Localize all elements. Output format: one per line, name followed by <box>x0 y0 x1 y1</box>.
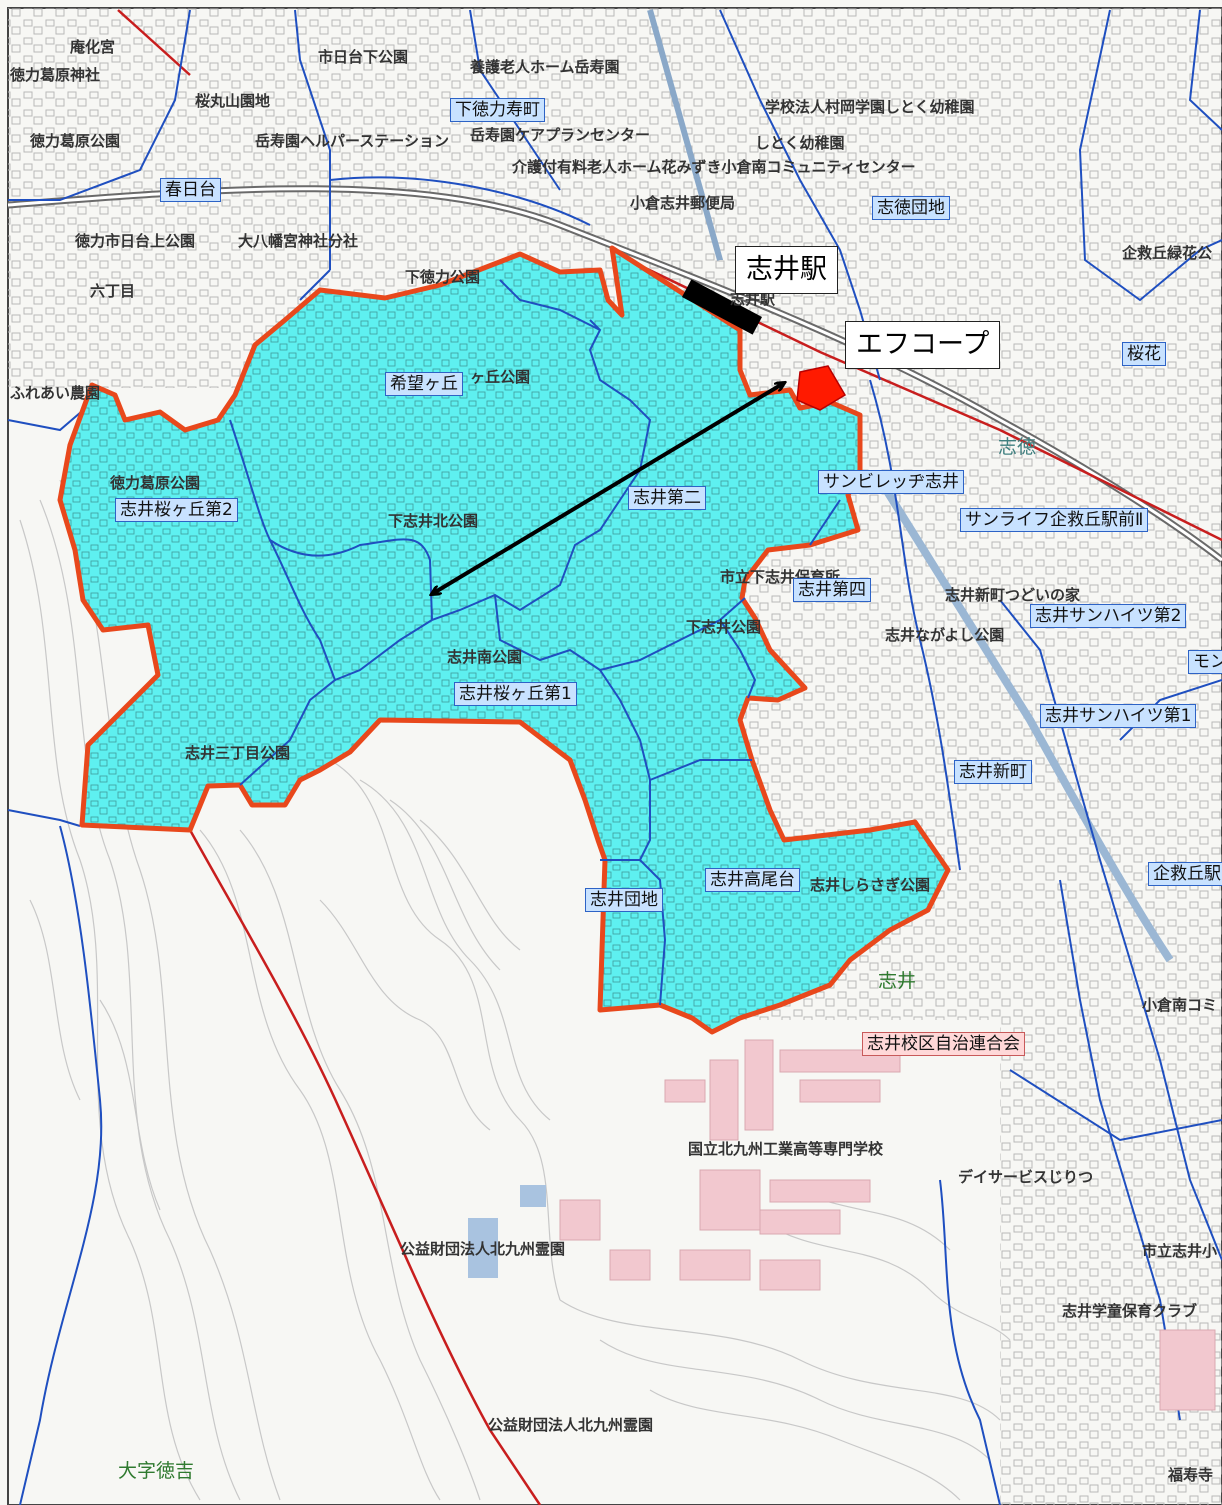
southeast-building <box>1159 1329 1216 1411</box>
contour-lines <box>19 479 1011 1501</box>
pond <box>468 1218 498 1278</box>
place-label: 志井ながよし公園 <box>885 626 1005 644</box>
place-label: 企救丘緑花公 <box>1122 244 1213 262</box>
place-label: 岳寿園ケアプランセンター <box>470 126 651 144</box>
district-label-shii-sakuragaoka-2[interactable]: 志井桜ヶ丘第2 <box>115 498 238 522</box>
place-label: 公益財団法人北九州霊園 <box>488 1416 654 1434</box>
district-label-shimotokuriki-kotobuki[interactable]: 下徳力寿町 <box>450 98 545 122</box>
inner-district-boundaries <box>229 279 841 1006</box>
place-label: 市立志井小 <box>1142 1242 1218 1260</box>
district-label-shii-takaodai[interactable]: 志井高尾台 <box>705 868 800 892</box>
place-label: 志井しらさぎ公園 <box>810 876 931 894</box>
district-label-sakurabana[interactable]: 桜花 <box>1122 342 1166 366</box>
place-label: デイサービスじりつ <box>958 1168 1094 1186</box>
station-marker[interactable] <box>681 279 763 335</box>
place-label: 徳力市日台上公園 <box>75 232 196 250</box>
place-label: 市日台下公園 <box>318 48 409 66</box>
district-label-kasugadai[interactable]: 春日台 <box>160 178 221 202</box>
store-marker[interactable] <box>796 365 847 411</box>
place-label: 小倉南コミ <box>1142 996 1218 1014</box>
place-label: 志井三丁目公園 <box>185 744 291 762</box>
place-label: 徳力葛原公園 <box>110 474 201 492</box>
place-label: 志井南公園 <box>447 648 523 666</box>
place-label: 福寿寺 <box>1168 1466 1214 1484</box>
district-label-kigoshigaoka[interactable]: 企救丘駅 <box>1148 862 1222 886</box>
district-label-shii-danchi[interactable]: 志井団地 <box>585 888 663 912</box>
place-label: 下志井公園 <box>686 618 762 636</box>
place-label: 桜丸山園地 <box>195 92 271 110</box>
area-label-shii: 志井 <box>878 970 917 992</box>
place-label: ふれあい農園 <box>10 384 101 402</box>
place-label: 下志井北公園 <box>388 512 479 530</box>
district-label-kibougaoka[interactable]: 希望ヶ丘 <box>385 372 463 396</box>
place-label: 介護付有料老人ホーム花みずき小倉南コミュニティセンター <box>512 158 916 176</box>
place-label: 志井駅 <box>730 290 776 308</box>
district-label-shii-daini[interactable]: 志井第二 <box>628 486 706 510</box>
distance-arrow <box>432 383 784 594</box>
place-label: 庵化宮 <box>70 38 116 56</box>
place-label: 徳力葛原神社 <box>10 66 101 84</box>
pool <box>520 1185 546 1207</box>
district-label-shii-daiyon[interactable]: 志井第四 <box>793 578 871 602</box>
area-label-oaza-tokuyoshi: 大字徳吉 <box>118 1460 195 1482</box>
place-label: 徳力葛原公園 <box>30 132 121 150</box>
place-label: 下徳力公園 <box>405 268 481 286</box>
place-label: 大八幡宮神社分社 <box>238 232 359 250</box>
district-label-shii-sunheights-1[interactable]: 志井サンハイツ第1 <box>1040 704 1197 728</box>
district-label-sanlife-kigoshi[interactable]: サンライフ企救丘駅前Ⅱ <box>960 508 1149 532</box>
district-label-shii-jichi[interactable]: 志井校区自治連合会 <box>862 1032 1025 1056</box>
coop-callout[interactable]: エフコープ <box>845 321 1001 369</box>
district-label-shii-shinmachi[interactable]: 志井新町 <box>954 760 1032 784</box>
place-label: 岳寿園ヘルパーステーション <box>255 132 449 150</box>
place-label: 養護老人ホーム岳寿園 <box>470 58 620 76</box>
place-label: 小倉志井郵便局 <box>630 194 736 212</box>
place-label: 学校法人村岡学園しとく幼稚園 <box>765 98 975 116</box>
place-label: 志井新町つどいの家 <box>945 586 1081 604</box>
railway <box>7 9 1222 963</box>
place-label: ヶ丘公園 <box>470 368 531 386</box>
urban-texture-southeast <box>1000 1020 1222 1505</box>
place-label: 志井学童保育クラブ <box>1062 1302 1198 1320</box>
district-label-shii-sunheights-2[interactable]: 志井サンハイツ第2 <box>1030 604 1187 628</box>
place-label: しとく幼稚園 <box>755 134 845 152</box>
place-label: 公益財団法人北九州霊園 <box>400 1240 566 1258</box>
station-callout[interactable]: 志井駅 <box>735 246 838 294</box>
area-label-shitoku: 志徳 <box>998 436 1037 458</box>
district-label-sanvillage-shii[interactable]: サンビレッヂ志井 <box>818 470 964 494</box>
place-label: 国立北九州工業高等専門学校 <box>688 1140 884 1158</box>
district-label-shitoku-danchi[interactable]: 志徳団地 <box>872 196 950 220</box>
district-label-mon[interactable]: モン <box>1188 650 1222 674</box>
district-label-shii-sakuragaoka-1[interactable]: 志井桜ヶ丘第1 <box>454 682 577 706</box>
place-label: 六丁目 <box>90 282 136 300</box>
